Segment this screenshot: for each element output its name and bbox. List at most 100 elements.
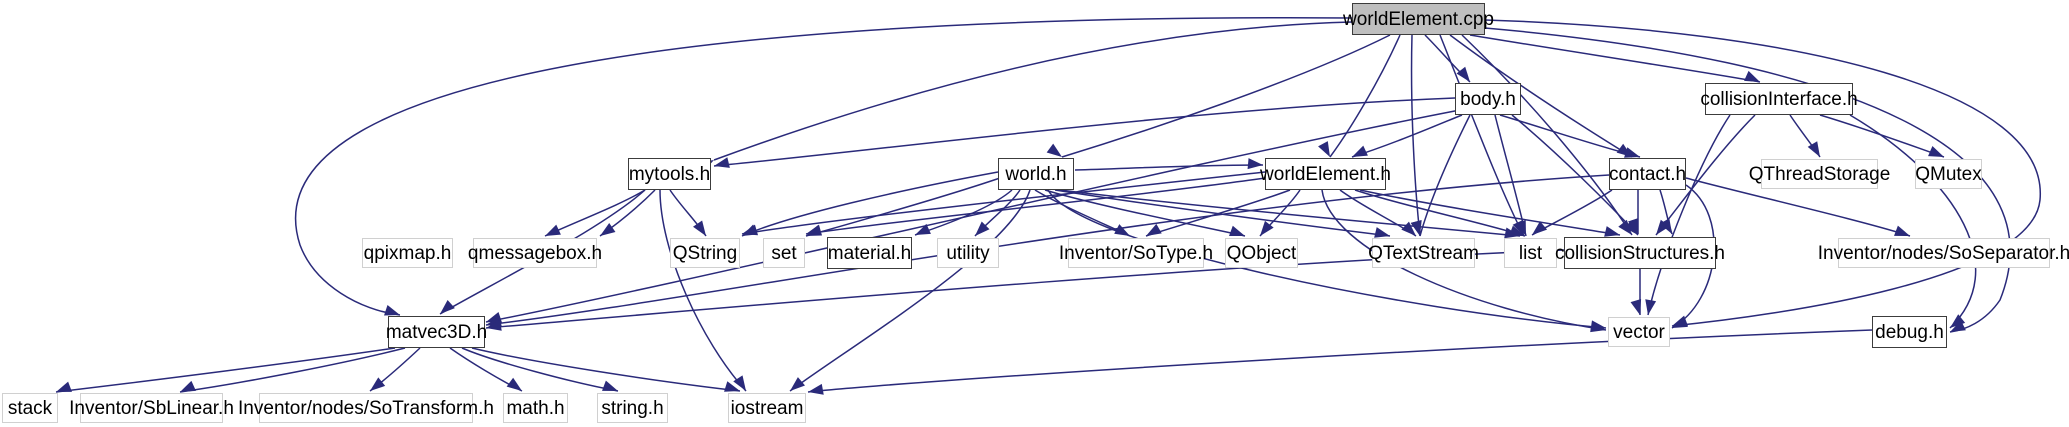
- edge-worldElement_cpp-to-mytools_h: [713, 21, 1353, 161]
- graph-node-debug-h[interactable]: debug.h: [1872, 316, 1947, 348]
- graph-node-contact-h[interactable]: contact.h: [1609, 158, 1686, 190]
- graph-node-mytools-h[interactable]: mytools.h: [628, 158, 711, 190]
- graph-node-label: string.h: [601, 397, 664, 419]
- graph-node-label: mytools.h: [628, 163, 711, 185]
- edge-debug_h-to-iostream: [807, 329, 1873, 393]
- arrowhead-52: [1630, 299, 1642, 315]
- arrowhead-47: [1659, 218, 1672, 234]
- arrowhead-49: [1894, 225, 1910, 236]
- arrowhead-41: [1260, 220, 1274, 236]
- graph-node-label: world.h: [1005, 163, 1067, 185]
- edge-worldElement_h-to-vector: [1321, 189, 1607, 331]
- graph-node-label: worldElement.h: [1260, 163, 1391, 185]
- graph-node-label: list: [1518, 242, 1543, 264]
- graph-node-set[interactable]: set: [763, 238, 805, 268]
- graph-node-label: stack: [7, 397, 53, 419]
- edge-matvec3D_h-to-iostream: [471, 347, 741, 392]
- graph-node-worldElement-cpp[interactable]: worldElement.cpp: [1343, 3, 1494, 35]
- graph-node-QTextStream[interactable]: QTextStream: [1368, 238, 1479, 268]
- edge-worldElement_cpp-to-collisionInterface_h: [1469, 34, 1761, 83]
- arrowhead-22: [600, 222, 616, 236]
- graph-node-Inventor-SoType-h[interactable]: Inventor/SoType.h: [1059, 238, 1213, 268]
- graph-node-Inventor-SoTransform-h[interactable]: Inventor/nodes/SoTransform.h: [238, 393, 494, 423]
- edge-worldElement_cpp-to-worldElement_h: [1329, 34, 1401, 158]
- graph-node-label: math.h: [506, 397, 565, 419]
- graph-node-Inventor-SoSeparator-h[interactable]: Inventor/nodes/SoSeparator.h: [1818, 238, 2069, 268]
- graph-node-collisionStructures-h[interactable]: collisionStructures.h: [1555, 237, 1725, 269]
- arrowhead-1: [1046, 143, 1062, 157]
- edge-collisionInterface_h-to-vector: [1647, 114, 1731, 316]
- arrowhead-54: [56, 381, 72, 392]
- arrowhead-39: [806, 224, 822, 236]
- graph-node-vector[interactable]: vector: [1608, 317, 1670, 347]
- edge-worldElement_cpp-to-matvec3D_h: [294, 17, 1353, 316]
- edge-worldElement_cpp-to-vector: [1484, 19, 2041, 327]
- graph-node-QString[interactable]: QString: [670, 238, 740, 268]
- arrowhead-35: [1247, 158, 1263, 170]
- edge-world_h-to-material_h: [914, 189, 1013, 236]
- graph-node-QMutex[interactable]: QMutex: [1915, 159, 1982, 189]
- arrowhead-25: [440, 299, 455, 314]
- graph-node-qpixmap-h[interactable]: qpixmap.h: [362, 238, 453, 268]
- graph-node-label: qpixmap.h: [363, 242, 452, 264]
- edge-contact_h-to-Inventor_SoSeparator_h: [1685, 177, 1911, 237]
- graph-node-label: utility: [946, 242, 990, 264]
- graph-node-label: vector: [1613, 321, 1665, 343]
- graph-node-label: body.h: [1460, 88, 1516, 110]
- edge-matvec3D_h-to-stack: [55, 347, 396, 393]
- graph-node-body-h[interactable]: body.h: [1455, 83, 1521, 115]
- graph-node-list[interactable]: list: [1504, 238, 1557, 268]
- arrowhead-13: [1411, 220, 1422, 236]
- arrowhead-18: [1807, 141, 1820, 157]
- graph-node-label: contact.h: [1608, 163, 1687, 185]
- arrowhead-48: [1532, 221, 1548, 235]
- graph-node-label: QObject: [1226, 242, 1297, 264]
- edge-worldElement_h-to-Inventor_SoType_h: [1145, 189, 1291, 237]
- graph-node-stack[interactable]: stack: [2, 393, 58, 423]
- graph-node-material-h[interactable]: material.h: [827, 237, 912, 269]
- arrowhead-14: [1515, 220, 1526, 236]
- graph-node-qmessagebox-h[interactable]: qmessagebox.h: [468, 238, 602, 268]
- graph-node-label: Inventor/nodes/SoTransform.h: [238, 397, 494, 419]
- graph-node-iostream[interactable]: iostream: [728, 393, 806, 423]
- edge-mytools_h-to-iostream: [659, 189, 747, 392]
- edge-worldElement_cpp-to-collisionStructures_h: [1461, 34, 1633, 236]
- edge-worldElement_h-to-set: [805, 177, 1266, 235]
- graph-node-label: QThreadStorage: [1748, 163, 1891, 185]
- edge-world_h-to-list: [1059, 189, 1521, 237]
- arrowhead-45: [1590, 321, 1606, 333]
- arrowhead-30: [975, 221, 990, 236]
- graph-node-string-h[interactable]: string.h: [597, 393, 668, 423]
- arrowhead-19: [1928, 145, 1944, 157]
- edge-world_h-to-worldElement_h: [1074, 164, 1264, 171]
- arrowhead-20: [1656, 219, 1670, 235]
- arrowhead-26: [733, 375, 746, 391]
- graph-node-label: debug.h: [1875, 321, 1944, 343]
- graph-node-QThreadStorage[interactable]: QThreadStorage: [1749, 159, 1890, 189]
- edge-matvec3D_h-to-string_h: [461, 347, 619, 392]
- arrowhead-24: [693, 220, 706, 236]
- graph-node-world-h[interactable]: world.h: [998, 158, 1074, 190]
- edge-worldElement_h-to-collisionStructures_h: [1359, 189, 1621, 236]
- graph-node-label: Inventor/SbLinear.h: [69, 397, 234, 419]
- graph-node-label: QMutex: [1915, 163, 1982, 185]
- arrowhead-50: [1672, 316, 1688, 328]
- graph-node-label: Inventor/nodes/SoSeparator.h: [1817, 242, 2069, 264]
- graph-node-QObject[interactable]: QObject: [1225, 238, 1298, 268]
- arrowhead-3: [1456, 66, 1470, 82]
- arrowhead-16: [714, 157, 730, 168]
- graph-node-utility[interactable]: utility: [937, 238, 999, 268]
- graph-node-Inventor-SbLinear-h[interactable]: Inventor/SbLinear.h: [69, 393, 234, 423]
- arrowhead-55: [180, 380, 196, 392]
- graph-node-label: material.h: [827, 242, 912, 264]
- edge-collisionInterface_h-to-debug_h: [1849, 114, 1977, 329]
- arrowhead-56: [370, 377, 386, 391]
- graph-node-math-h[interactable]: math.h: [503, 393, 568, 423]
- arrowhead-32: [1229, 225, 1245, 237]
- graph-node-matvec3D-h[interactable]: matvec3D.h: [386, 316, 487, 348]
- graph-node-collisionInterface-h[interactable]: collisionInterface.h: [1700, 83, 1858, 115]
- arrowhead-15: [1623, 220, 1638, 235]
- graph-node-worldElement-h[interactable]: worldElement.h: [1260, 158, 1391, 190]
- edge-world_h-to-QString: [741, 171, 999, 237]
